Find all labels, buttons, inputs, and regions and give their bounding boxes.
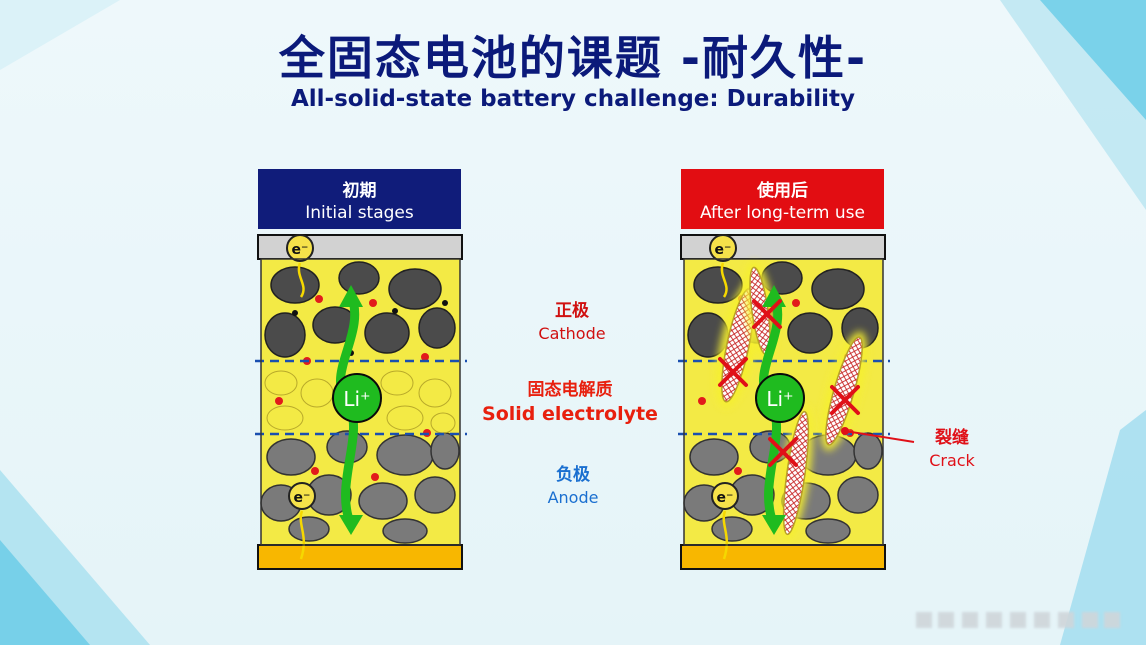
blocked-path-marks	[718, 299, 860, 467]
initial-stage-title-en: Initial stages	[305, 203, 414, 223]
lithium-ion-icon-after: Li⁺	[755, 373, 805, 423]
electron-bottom-icon-after: e⁻	[711, 482, 739, 560]
slide-title: 全固态电池的课题 -耐久性-	[278, 31, 868, 85]
cathode-label-en: Cathode	[538, 324, 606, 343]
after-use-header: 使用后 After long-term use	[681, 169, 884, 229]
after-use-title-en: After long-term use	[700, 203, 865, 223]
electrolyte-label-zh: 固态电解质	[527, 380, 613, 400]
electron-symbol-bottom: e⁻	[294, 490, 311, 506]
after-use-battery-cell: Li⁺ e⁻ e⁻	[678, 234, 890, 570]
bottom-current-collector-after	[680, 544, 886, 570]
anode-particles-after	[683, 430, 883, 544]
lithium-ion-symbol-after: Li⁺	[766, 387, 793, 411]
arrow-head-up	[339, 285, 363, 307]
initial-stage-header: 初期 Initial stages	[258, 169, 461, 229]
electron-top-icon: e⁻	[286, 234, 314, 298]
electron-top-arrow	[297, 262, 305, 298]
electron-symbol-top-after: e⁻	[715, 242, 732, 258]
slide-subtitle: All-solid-state battery challenge: Durab…	[290, 86, 856, 112]
anode-label: 负极 Anode	[483, 460, 663, 507]
crack-label: 裂缝 Crack	[918, 423, 986, 470]
electron-symbol-bottom-after: e⁻	[717, 490, 734, 506]
electron-bottom-arrow	[299, 510, 306, 560]
electrolyte-label-en: Solid electrolyte	[482, 403, 658, 425]
initial-battery-cell: Li⁺ e⁻ e⁻	[255, 234, 467, 570]
cathode-particles	[264, 261, 456, 358]
lithium-ion-symbol: Li⁺	[343, 387, 370, 411]
arrow-head-down	[339, 515, 363, 535]
initial-stage-title-zh: 初期	[342, 181, 377, 201]
watermark-logo	[916, 612, 1120, 628]
bottom-current-collector	[257, 544, 463, 570]
cathode-label-zh: 正极	[555, 301, 589, 321]
after-use-title-zh: 使用后	[757, 181, 808, 201]
cathode-label: 正极 Cathode	[482, 296, 662, 343]
arrow-head-down-after	[762, 515, 786, 535]
lithium-ion-icon: Li⁺	[332, 373, 382, 423]
electron-symbol-top: e⁻	[292, 242, 309, 258]
anode-label-en: Anode	[547, 488, 599, 507]
crack-label-en: Crack	[929, 451, 975, 470]
crack-label-zh: 裂缝	[935, 428, 969, 448]
electrolyte-label: 固态电解质 Solid electrolyte	[480, 375, 660, 425]
electron-bottom-icon: e⁻	[288, 482, 316, 560]
anode-particles	[260, 430, 460, 544]
electron-top-icon-after: e⁻	[709, 234, 737, 298]
anode-label-zh: 负极	[556, 465, 590, 485]
